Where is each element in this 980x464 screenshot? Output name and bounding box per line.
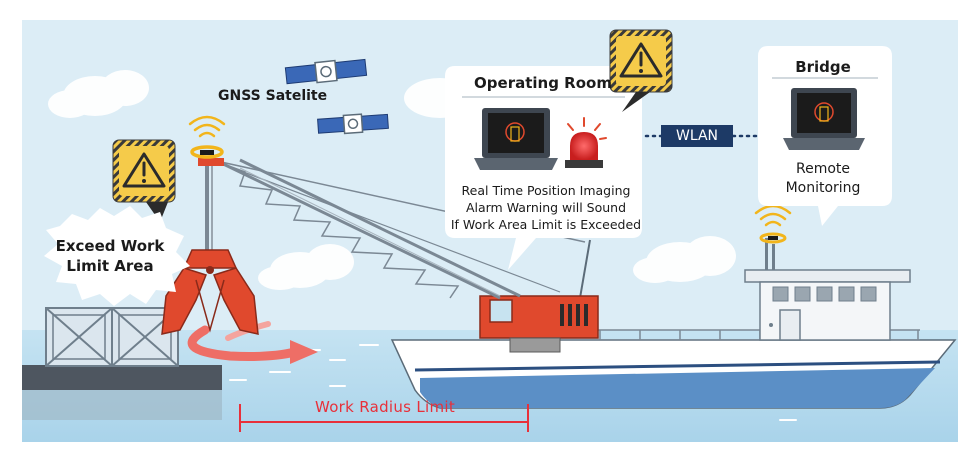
alarm-light-icon bbox=[565, 117, 607, 168]
wlan-badge: WLAN bbox=[661, 125, 733, 147]
wifi-signal-icon bbox=[188, 115, 226, 138]
warning-icon bbox=[609, 29, 673, 112]
exceed-work-limit-label: Exceed Work Limit Area bbox=[40, 236, 180, 276]
remote-line-1: Remote bbox=[795, 161, 851, 177]
bridge-title: Bridge bbox=[795, 58, 851, 76]
exceed-burst bbox=[44, 206, 190, 306]
ship bbox=[390, 232, 957, 409]
work-radius-bar bbox=[239, 404, 529, 432]
remote-line-2: Monitoring bbox=[785, 180, 861, 196]
cloud bbox=[48, 70, 149, 118]
warning-icon bbox=[112, 139, 176, 222]
crane-cabin bbox=[479, 295, 599, 353]
exceed-line-2: Limit Area bbox=[66, 257, 154, 275]
laptop-icon bbox=[474, 108, 558, 170]
gnss-antenna bbox=[190, 145, 224, 166]
work-radius-limit-label: Work Radius Limit bbox=[314, 398, 456, 416]
exceed-line-1: Exceed Work bbox=[55, 237, 165, 255]
quay bbox=[22, 307, 222, 420]
room-line-1: Real Time Position Imaging bbox=[461, 183, 631, 198]
room-line-3: If Work Area Limit is Exceeded bbox=[450, 217, 642, 232]
remote-monitoring-label: Remote Monitoring bbox=[768, 160, 878, 198]
clamshell-grab bbox=[161, 166, 259, 335]
gnss-satellite-label: GNSS Satelite bbox=[218, 88, 328, 104]
satellite-icon bbox=[284, 58, 389, 135]
cloud bbox=[633, 236, 736, 283]
operating-room-description: Real Time Position Imaging Alarm Warning… bbox=[448, 182, 644, 233]
operating-room-title: Operating Room bbox=[474, 74, 612, 92]
cloud bbox=[258, 244, 354, 290]
laptop-icon bbox=[783, 88, 865, 150]
crane-boom bbox=[211, 158, 586, 300]
room-line-2: Alarm Warning will Sound bbox=[465, 200, 627, 215]
